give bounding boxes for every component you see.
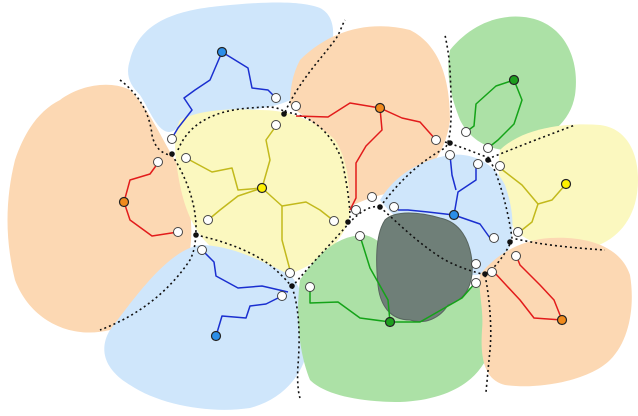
gray-obstacle [376, 212, 473, 323]
boundary-line-3 [284, 19, 346, 113]
blue-region-top [128, 2, 334, 132]
boundary-line-7 [291, 205, 381, 288]
yellow-edge-3 [261, 125, 277, 189]
boundary-line-1 [119, 79, 173, 156]
port-circles [153, 93, 523, 301]
blue-edge-center-2 [453, 162, 477, 216]
yellow-edge-2 [207, 187, 263, 221]
orange-region-top [290, 26, 450, 210]
blue-edge-center-1 [453, 214, 491, 239]
orange-terminal-left [118, 196, 130, 208]
blue-edge-bottom-2 [201, 249, 289, 293]
yellow-edge-4 [261, 187, 335, 222]
blue-edge-top-1 [171, 51, 223, 139]
blue-edge-center-4 [449, 154, 457, 191]
orange-terminal-bottom [556, 314, 568, 326]
junction-right-top [485, 157, 491, 163]
orange-region-left [7, 84, 192, 333]
green-edge-bottom-3 [390, 281, 477, 323]
green-edge-top-2 [487, 79, 523, 149]
green-edge-bottom-2 [359, 235, 391, 323]
blue-edge-bottom-1 [215, 295, 283, 337]
orange-terminal-top [374, 102, 386, 114]
orange-edge-top-2 [349, 107, 383, 211]
junction-right-bottom [482, 271, 488, 277]
orange-edge-top-3 [379, 107, 437, 141]
junction-upper-right [447, 140, 453, 146]
yellow-terminal-right [560, 178, 572, 190]
orange-edge-bottom-2 [493, 271, 563, 321]
orange-edge-left-2 [123, 201, 179, 237]
boundary-line-8 [291, 286, 301, 399]
orange-edge-left-1 [123, 162, 159, 203]
blue-edge-top-2 [221, 51, 277, 99]
junction-right [507, 239, 513, 245]
boundary-line-9 [379, 34, 452, 208]
junction-left [193, 232, 199, 238]
blue-edge-center-3 [398, 209, 455, 216]
orange-edge-top-1 [295, 102, 381, 118]
green-terminal-bottom [384, 316, 396, 328]
yellow-terminal-center [256, 182, 268, 194]
green-edge-top-1 [465, 79, 515, 133]
yellow-edge-5 [281, 206, 291, 271]
yellow-edge-right-2 [499, 167, 539, 205]
green-terminal-top [508, 74, 520, 86]
boundary-line-12 [484, 159, 606, 393]
junction-center [345, 219, 351, 225]
blue-terminal-center [448, 209, 460, 221]
blue-terminal-top [216, 46, 228, 58]
junction-bottom [289, 283, 295, 289]
orange-edge-bottom-1 [515, 254, 563, 321]
yellow-edge-1 [185, 157, 263, 191]
junction-upper-left [169, 151, 175, 157]
blue-terminal-bottom [210, 330, 222, 342]
junction-top-center [281, 111, 287, 117]
green-edge-bottom-1 [309, 287, 391, 323]
boundary-line-6 [195, 234, 293, 288]
green-region-bottom [298, 235, 493, 402]
junction-center-right [377, 204, 383, 210]
orange-region-bottom-right [479, 237, 632, 387]
